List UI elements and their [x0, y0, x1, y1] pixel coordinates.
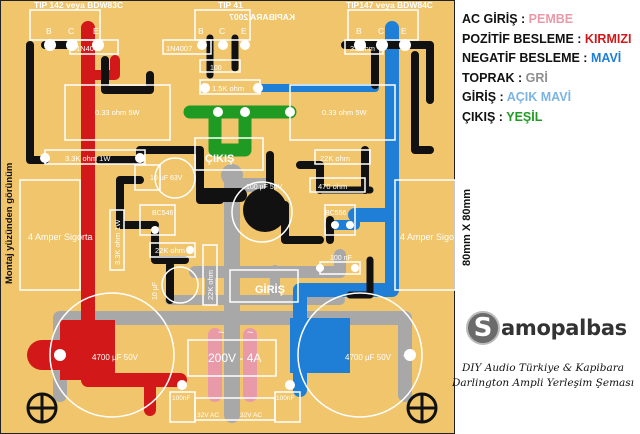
bridge-tilde-left: ~ — [218, 327, 224, 339]
credit-text: DIY Audio Türkiye & Kapibara Darlington … — [448, 361, 638, 391]
credit-line-1: DIY Audio Türkiye & Kapibara — [461, 362, 625, 374]
resistor-22k-vertical-label: 22K ohm — [206, 270, 215, 300]
resistor-3k3-label: 3.3K ohm 1W — [65, 154, 111, 163]
pin-c-left: C — [68, 26, 74, 36]
pin-c-mid: C — [219, 26, 225, 36]
pcb-layout: TIP 142 veya BDW83C TIP 41 TIP147 veya B… — [0, 0, 455, 434]
cap-4700-right-label: 4700 µF 50V — [345, 353, 392, 362]
output-label: ÇIKIŞ — [205, 153, 234, 165]
resistor-33-right-label: 33 ohm — [350, 44, 375, 53]
legend-name: AC GİRİŞ : — [462, 12, 529, 26]
pin-e-right: E — [401, 26, 407, 36]
resistor-033-right-label: 0.33 ohm 5W — [322, 108, 368, 117]
logo-letter-icon: S — [466, 311, 500, 345]
resistor-22k-top-label: 22K ohm — [320, 154, 350, 163]
legend-color-name: KIRMIZI — [584, 31, 632, 46]
legend-row: TOPRAK : GRİ — [462, 69, 638, 89]
legend-name: POZİTİF BESLEME : — [462, 31, 585, 46]
board-size-label: 80mm X 80mm — [461, 188, 473, 266]
resistor-470-label: 470 ohm — [318, 182, 347, 191]
diode-left-label: 1N4007 — [76, 44, 102, 53]
legend-color-name: YEŞİL — [506, 109, 543, 124]
legend-color-name: GRİ — [525, 70, 548, 85]
input-label: GİRİŞ — [255, 283, 285, 296]
brand-logo: S amopalbas — [466, 310, 627, 346]
bc556-label: BC556 — [325, 210, 347, 217]
bridge-label: 200V - 4A — [208, 351, 261, 365]
pin-e-left: E — [93, 26, 99, 36]
legend-color-name: PEMBE — [528, 12, 574, 26]
legend-color-name: MAVİ — [590, 51, 622, 65]
legend-color-name: AÇIK MAVİ — [506, 90, 572, 104]
logo-text: amopalbas — [501, 316, 627, 340]
bridge-ac1-label: 32V AC — [197, 412, 219, 419]
diode-right-label: 1N4007 — [166, 44, 192, 53]
resistor-3k3-vertical-label: 3.3K ohm 1W — [113, 219, 122, 265]
legend-row: NEGATİF BESLEME : MAVİ — [462, 49, 638, 69]
component-outlines — [19, 9, 455, 423]
resistor-22k-mid-label: 22K ohm — [155, 246, 185, 255]
legend-name: TOPRAK : — [462, 70, 526, 85]
bc546-label: BC546 — [152, 210, 174, 217]
transistor-left-label: TIP 142 veya BDW83C — [34, 0, 123, 10]
cap-10uf63-label: 10 µF 63V — [150, 175, 183, 182]
bridge-ac2-label: 32V AC — [240, 412, 262, 419]
cap-minus-symbol: − — [403, 348, 411, 363]
pin-e-mid: E — [241, 26, 247, 36]
mounting-holes — [26, 392, 438, 424]
pin-b-right: B — [356, 26, 362, 36]
cap-4700-left-label: 4700 µF 50V — [92, 353, 139, 362]
pin-b-left: B — [46, 26, 52, 36]
legend-row: AC GİRİŞ : PEMBE — [462, 10, 638, 30]
legend-name: GİRİŞ : — [462, 90, 507, 104]
fuse-left-label: 4 Amper Sigorta — [28, 232, 93, 242]
cap-100nf-left-label: 100nF — [172, 395, 190, 402]
cap-100nf-right-label: 100nF — [276, 395, 294, 402]
fuse-right-label: 4 Amper Sigorta — [400, 232, 455, 242]
view-side-label: Montaj yüzünden görünüm — [4, 162, 15, 284]
legend-row: GİRİŞ : AÇIK MAVİ — [462, 88, 638, 108]
resistor-033-left-label: 0.33 ohm 5W — [95, 108, 141, 117]
legend-row: ÇIKIŞ : YEŞİL — [462, 108, 638, 128]
resistor-1k5-label: 1.5K ohm — [212, 84, 244, 93]
mirrored-board-title: KAPIBARA 2007 — [229, 12, 295, 22]
resistor-100-left-label: 100 — [210, 65, 222, 72]
cap-10uf-vertical-label: 10 µF — [152, 282, 159, 300]
signal-traces — [26, 34, 434, 304]
legend-name: ÇIKIŞ : — [462, 109, 507, 124]
pin-b-mid: B — [198, 26, 204, 36]
credit-line-2: Darlington Ampli Yerleşim Şeması — [451, 377, 635, 389]
legend-row: POZİTİF BESLEME : KIRMIZI — [462, 30, 638, 50]
transistor-mid-label: TIP 41 — [218, 0, 243, 10]
transistor-right-label: TIP147 veya BDW84C — [346, 0, 433, 10]
pads — [40, 39, 416, 390]
ac-traces — [208, 328, 257, 402]
pin-c-right: C — [378, 26, 384, 36]
cap-100nf-label: 100 nF — [330, 255, 352, 262]
bridge-tilde-right: ~ — [247, 327, 253, 339]
legend-name: NEGATİF BESLEME : — [462, 51, 591, 65]
cap-100uf-label: 100 µF 50V — [246, 184, 283, 191]
cap-plus-symbol: + — [57, 348, 65, 363]
